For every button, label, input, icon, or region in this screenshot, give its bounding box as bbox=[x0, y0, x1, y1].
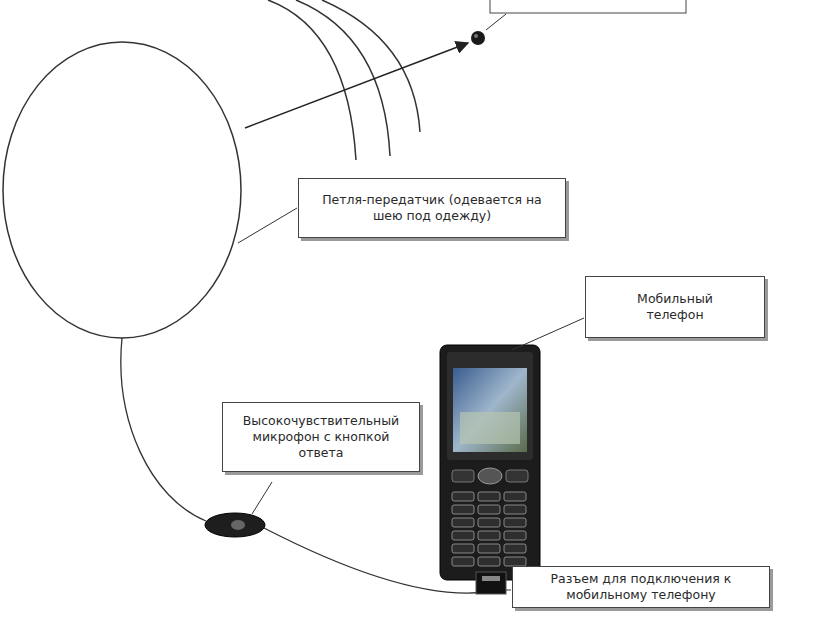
earpiece-highlight bbox=[474, 34, 478, 38]
callout-label: Мобильный телефон bbox=[627, 291, 723, 323]
leader-line bbox=[238, 208, 297, 243]
phone-key bbox=[504, 518, 526, 527]
leader-line bbox=[512, 318, 584, 350]
phone-key bbox=[452, 531, 474, 540]
wire bbox=[121, 338, 206, 521]
phone-key bbox=[452, 492, 474, 501]
phone-key bbox=[478, 531, 500, 540]
phone-key bbox=[478, 557, 500, 566]
phone-key bbox=[504, 544, 526, 553]
phone-key bbox=[504, 557, 526, 566]
callout-box: Петля-передатчик (одевается на шею под о… bbox=[298, 178, 566, 238]
callout-label: Высокочувствительный микрофон с кнопкой … bbox=[236, 413, 406, 461]
phone-key bbox=[452, 557, 474, 566]
callout-box: Высокочувствительный микрофон с кнопкой … bbox=[222, 402, 420, 472]
neck-loop bbox=[3, 42, 241, 338]
leader-line bbox=[506, 590, 511, 591]
phone-key bbox=[452, 518, 474, 527]
phone-key bbox=[452, 505, 474, 514]
microphone bbox=[205, 513, 265, 537]
phone-key bbox=[504, 505, 526, 514]
phone-key bbox=[504, 492, 526, 501]
phone-key bbox=[452, 544, 474, 553]
leader-line bbox=[252, 482, 272, 514]
leader-line bbox=[486, 14, 506, 30]
wire bbox=[264, 528, 486, 593]
callout-label: Разъем для подключения к мобильному теле… bbox=[526, 571, 756, 603]
mobile-phone bbox=[440, 345, 540, 594]
answer-button bbox=[231, 520, 245, 530]
phone-key bbox=[478, 544, 500, 553]
field-lines bbox=[268, 0, 420, 160]
callout-box: Мобильный телефон bbox=[585, 276, 765, 338]
callout-label: Петля-передатчик (одевается на шею под о… bbox=[317, 192, 547, 224]
induction-arrow bbox=[245, 43, 468, 128]
phone-key bbox=[478, 518, 500, 527]
callout-box-cut bbox=[490, 0, 686, 13]
callout-box: Разъем для подключения к мобильному теле… bbox=[512, 566, 770, 608]
phone-key bbox=[504, 531, 526, 540]
phone-key bbox=[478, 505, 500, 514]
phone-key bbox=[478, 492, 500, 501]
earpiece-capsule bbox=[471, 31, 485, 45]
